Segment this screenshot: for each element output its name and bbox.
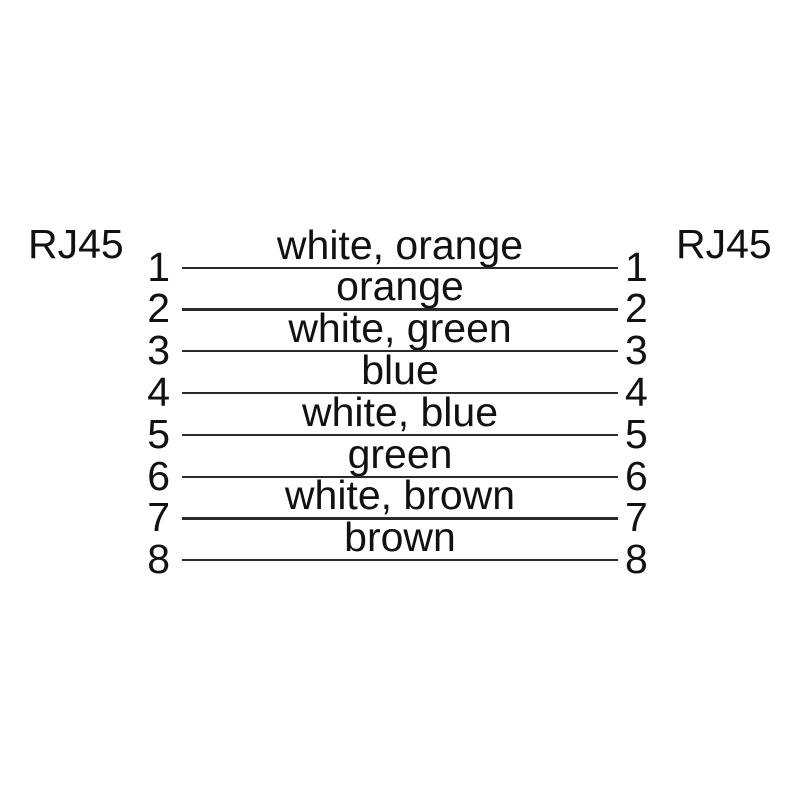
right-pin-number: 4 <box>625 368 648 415</box>
right-pin-number: 5 <box>625 410 648 457</box>
wire-line <box>182 433 618 437</box>
wire-line <box>182 559 618 562</box>
wire-line <box>182 517 618 520</box>
left-pin-number: 3 <box>147 327 170 374</box>
wire-color-label: brown <box>344 514 456 561</box>
right-pin-number: 8 <box>625 536 648 583</box>
wire-color-label: white, green <box>288 305 512 352</box>
left-pin-number: 7 <box>147 494 170 541</box>
wire-color-label: white, orange <box>276 221 524 268</box>
wire-color-label: blue <box>361 346 439 393</box>
right-pin-number: 2 <box>625 285 648 332</box>
wire-color-label: green <box>347 430 453 477</box>
wire-line <box>182 350 618 353</box>
wire-color-label: white, blue <box>301 388 498 435</box>
wire-line <box>182 391 618 395</box>
right-pin-number: 1 <box>625 243 648 290</box>
wire-line <box>182 475 618 478</box>
wire-line <box>182 266 618 269</box>
wire-color-label: white, brown <box>284 472 516 519</box>
wire-color-label: orange <box>336 263 464 310</box>
left-pin-number: 8 <box>147 536 170 583</box>
wire-line <box>182 308 618 311</box>
right-pin-number: 7 <box>625 494 648 541</box>
right-pin-number: 3 <box>625 327 648 374</box>
left-pin-number: 5 <box>147 410 170 457</box>
left-connector-label: RJ45 <box>28 221 124 267</box>
left-pin-number: 2 <box>147 285 170 332</box>
left-pin-number: 1 <box>147 243 170 290</box>
right-connector-label: RJ45 <box>676 221 772 267</box>
right-pin-number: 6 <box>625 452 648 499</box>
left-pin-number: 4 <box>147 368 170 415</box>
left-pin-number: 6 <box>147 452 170 499</box>
